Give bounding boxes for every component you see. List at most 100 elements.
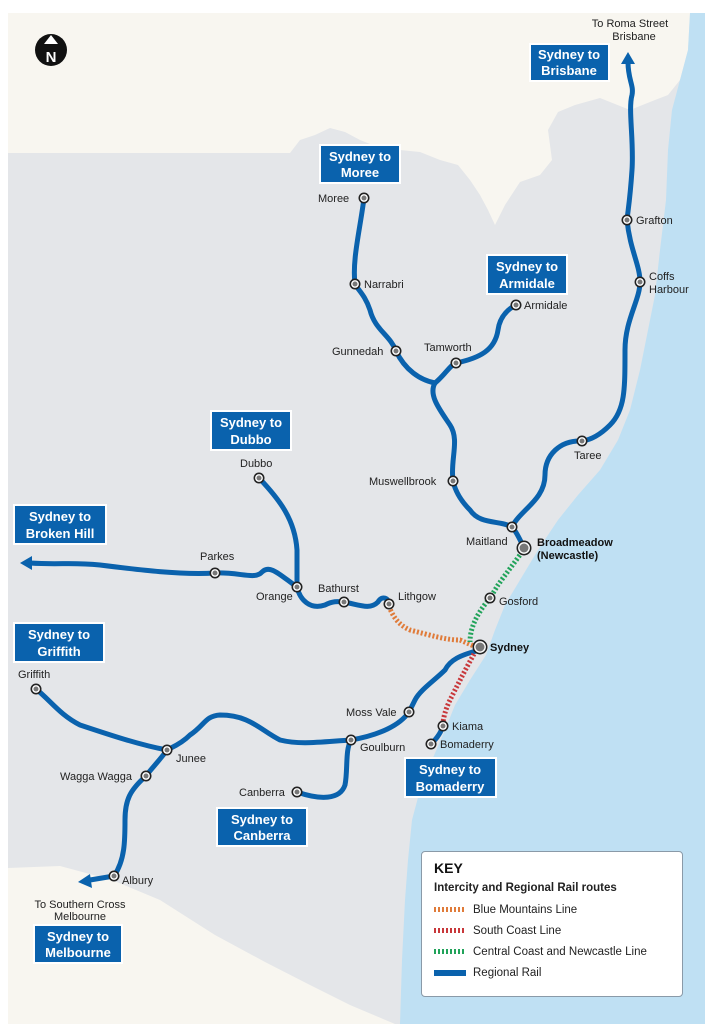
destination-brisbane-1: To Roma Street: [592, 18, 668, 30]
station-marker-muswellbrook: [447, 475, 459, 487]
svg-text:Sydney to: Sydney to: [419, 762, 481, 777]
route-label-bomaderry[interactable]: Sydney to Bomaderry: [404, 757, 497, 798]
svg-text:Sydney to: Sydney to: [29, 509, 91, 524]
route-moree: [351, 195, 438, 386]
blue-mountains-line: [386, 605, 478, 650]
blue-line-swatch: [434, 969, 466, 976]
north-arrow: N: [35, 34, 67, 66]
station-label-tamworth: Tamworth: [424, 342, 472, 354]
station-label-bomaderry: Bomaderry: [440, 739, 494, 751]
station-label-junee: Junee: [176, 753, 206, 765]
central-coast-newcastle-line: [467, 550, 525, 643]
station-label-broadmeadow-1: Broadmeadow: [537, 537, 613, 549]
svg-text:Sydney to: Sydney to: [329, 149, 391, 164]
station-label-albury: Albury: [122, 875, 154, 887]
station-marker-orange: [291, 581, 303, 593]
station-marker-narrabri: [349, 278, 361, 290]
station-marker-lithgow: [383, 598, 395, 610]
key-label: Central Coast and Newcastle Line: [473, 945, 647, 958]
svg-text:Sydney to: Sydney to: [47, 929, 109, 944]
station-marker-taree: [576, 435, 588, 447]
station-marker-bomaderry: [425, 738, 437, 750]
station-label-coffs-2: Harbour: [649, 284, 689, 296]
station-marker-broadmeadow: [516, 540, 532, 556]
station-label-maitland: Maitland: [466, 536, 508, 548]
svg-text:Armidale: Armidale: [499, 276, 555, 291]
green-dash-swatch: [434, 949, 466, 954]
route-broken-hill: [27, 560, 300, 590]
station-label-moree: Moree: [318, 193, 349, 205]
station-marker-canberra: [291, 786, 303, 798]
orange-dash-swatch: [434, 907, 466, 912]
stations: [30, 192, 646, 882]
station-label-griffith: Griffith: [18, 669, 50, 681]
key-title: KEY: [434, 860, 463, 876]
station-marker-wagga: [140, 770, 152, 782]
destination-brisbane-2: Brisbane: [612, 31, 655, 43]
svg-text:Brisbane: Brisbane: [541, 63, 597, 78]
svg-text:Sydney to: Sydney to: [538, 47, 600, 62]
svg-text:Bomaderry: Bomaderry: [416, 779, 485, 794]
key-label: Blue Mountains Line: [473, 903, 578, 916]
station-marker-moss_vale: [403, 706, 415, 718]
station-label-parkes: Parkes: [200, 551, 235, 563]
route-canberra: [294, 737, 354, 800]
station-marker-gunnedah: [390, 345, 402, 357]
svg-text:Griffith: Griffith: [37, 644, 80, 659]
station-labels: Moree Narrabri Gunnedah Tamworth Armidal…: [18, 18, 689, 923]
station-marker-bathurst: [338, 596, 350, 608]
station-label-canberra: Canberra: [239, 787, 286, 799]
station-marker-coffs: [634, 276, 646, 288]
svg-text:Moree: Moree: [341, 165, 379, 180]
station-label-armidale: Armidale: [524, 300, 567, 312]
station-label-muswellbrook: Muswellbrook: [369, 476, 437, 488]
station-marker-kiama: [437, 720, 449, 732]
destination-melbourne-2: Melbourne: [54, 911, 106, 923]
station-label-kiama: Kiama: [452, 721, 484, 733]
station-label-narrabri: Narrabri: [364, 279, 404, 291]
key-item-south-coast: South Coast Line: [434, 920, 670, 941]
key-item-central-coast: Central Coast and Newcastle Line: [434, 941, 670, 962]
station-label-sydney: Sydney: [490, 642, 530, 654]
route-brisbane: [509, 59, 643, 530]
svg-text:Sydney to: Sydney to: [231, 812, 293, 827]
station-marker-maitland: [506, 521, 518, 533]
station-label-gosford: Gosford: [499, 596, 538, 608]
station-marker-moree: [358, 192, 370, 204]
svg-text:N: N: [46, 49, 57, 66]
station-label-wagga: Wagga Wagga: [60, 771, 133, 783]
station-marker-grafton: [621, 214, 633, 226]
route-label-griffith[interactable]: Sydney to Griffith: [13, 622, 105, 663]
svg-text:Melbourne: Melbourne: [45, 945, 111, 960]
station-label-gunnedah: Gunnedah: [332, 346, 383, 358]
station-label-moss-vale: Moss Vale: [346, 707, 397, 719]
south-coast-line: [440, 652, 477, 725]
station-marker-goulburn: [345, 734, 357, 746]
route-dubbo: [256, 475, 300, 590]
station-label-bathurst: Bathurst: [318, 583, 359, 595]
station-marker-parkes: [209, 567, 221, 579]
red-dash-swatch: [434, 928, 466, 933]
station-marker-tamworth: [450, 357, 462, 369]
key-label: South Coast Line: [473, 924, 562, 937]
station-marker-armidale: [510, 299, 522, 311]
route-melbourne: [87, 747, 170, 883]
station-label-broadmeadow-2: (Newcastle): [537, 550, 598, 562]
station-marker-gosford: [484, 592, 496, 604]
destination-melbourne-1: To Southern Cross: [34, 899, 126, 911]
route-southern: [348, 647, 483, 743]
svg-text:Sydney to: Sydney to: [28, 627, 90, 642]
station-marker-griffith: [30, 683, 42, 695]
route-griffith: [33, 686, 170, 753]
station-marker-junee: [161, 744, 173, 756]
svg-text:Sydney to: Sydney to: [220, 415, 282, 430]
key-subtitle: Intercity and Regional Rail routes: [434, 882, 617, 894]
map-key: KEY Intercity and Regional Rail routes B…: [421, 851, 683, 997]
